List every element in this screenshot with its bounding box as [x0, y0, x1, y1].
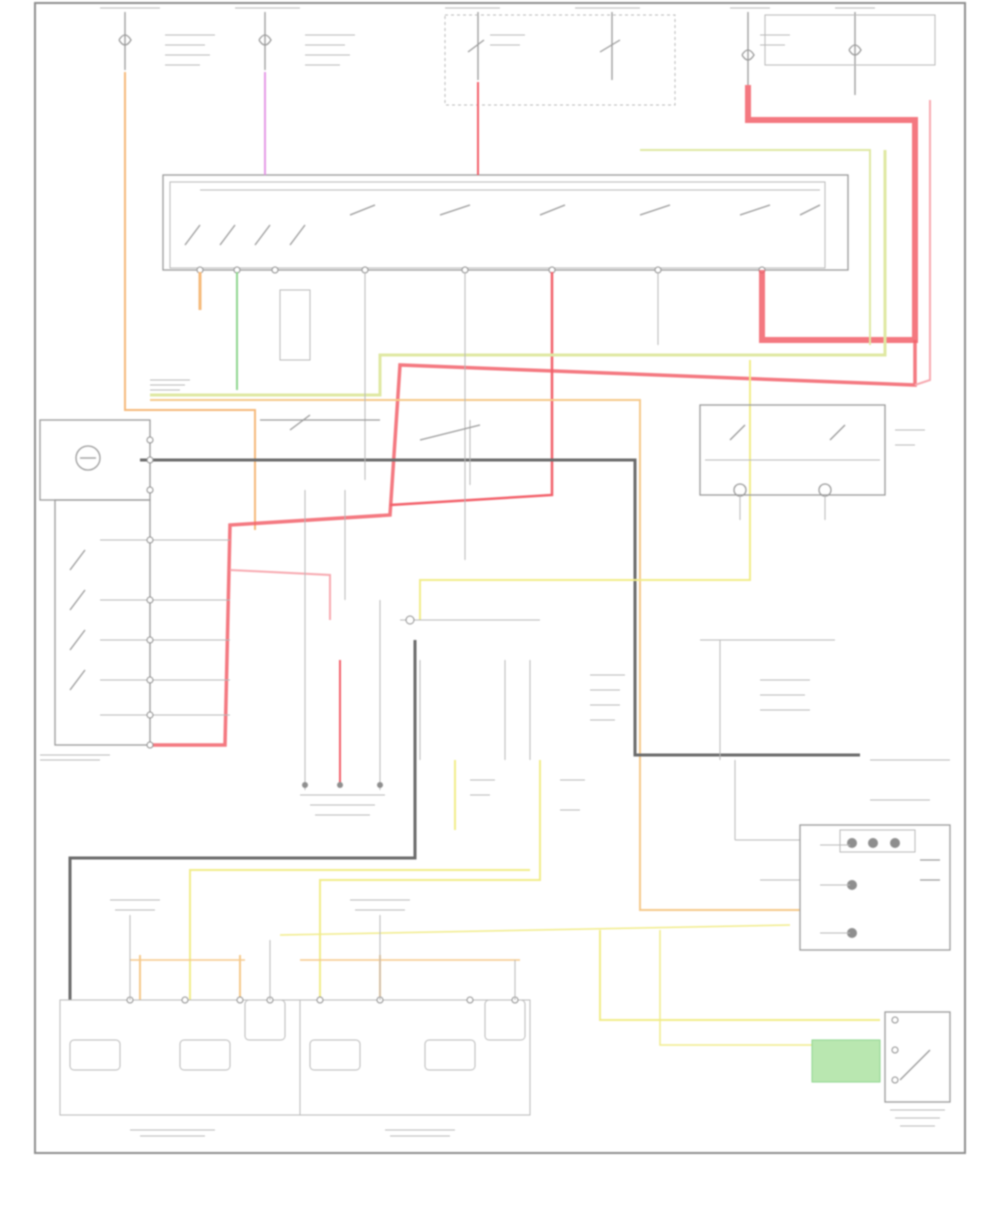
wire-yellow-7	[279, 924, 791, 936]
switch-icon	[69, 549, 86, 691]
top-fuse-4	[599, 12, 621, 80]
wire-pink-light	[914, 100, 931, 386]
switch-panel-right	[700, 639, 951, 951]
wire-pink-mid	[229, 569, 331, 620]
wire-dark-gray	[140, 458, 860, 757]
wire-yellow-6	[659, 930, 880, 1046]
wire-yellow-3	[319, 760, 541, 1000]
wire-orange-left	[124, 72, 256, 530]
top-fuse-2	[258, 12, 272, 70]
faint-labels	[165, 34, 810, 811]
wire-yellow-5	[599, 930, 880, 1021]
relay-block-right	[699, 404, 925, 520]
wire-red-mid	[389, 272, 554, 507]
wire-dark-gray-2	[68, 640, 417, 1000]
top-fuse-5	[741, 12, 755, 85]
control-unit-left	[39, 419, 230, 761]
wire-yellow-4	[189, 869, 530, 1000]
wire-yellow-1	[419, 360, 751, 620]
wire-yellowgreen-bus	[150, 150, 887, 397]
connector-bottom-right	[811, 1011, 951, 1127]
wire-yellowgreen-bus2	[640, 149, 871, 345]
wire-orange-mid	[150, 399, 800, 911]
relay-coil-icon	[75, 445, 101, 471]
center-relay	[260, 414, 540, 625]
speaker-group-right	[299, 899, 531, 1137]
top-fuse-3	[467, 12, 485, 80]
top-fuse-1	[118, 12, 132, 70]
junction-block	[162, 174, 849, 274]
wire-red-thick	[745, 85, 918, 343]
top-fuse-6	[848, 12, 862, 95]
connector-pin-icon	[811, 1039, 881, 1083]
ground-icon	[302, 782, 308, 788]
top-sources	[100, 7, 936, 106]
ground-connector-center	[300, 782, 385, 816]
thin-wires	[304, 272, 800, 881]
junction-labels	[150, 289, 311, 391]
